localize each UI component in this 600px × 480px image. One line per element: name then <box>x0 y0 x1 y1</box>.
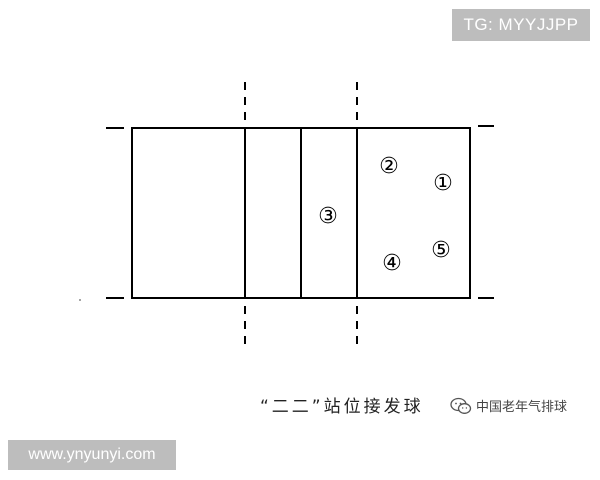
source-watermark: 中国老年气排球 <box>450 396 567 415</box>
player-marker-4: ④ <box>382 251 402 276</box>
player-marker-5: ⑤ <box>431 238 451 263</box>
telegram-badge: TG: MYYJJPP <box>452 9 590 41</box>
diagram-caption: “二二”站位接发球 <box>260 397 424 417</box>
player-marker-2: ② <box>379 154 399 179</box>
player-marker-3: ③ <box>318 204 338 229</box>
speck <box>79 299 81 301</box>
wechat-icon <box>450 397 472 414</box>
watermark-text: 中国老年气排球 <box>476 400 568 415</box>
website-badge: www.ynyunyi.com <box>8 440 176 470</box>
player-marker-1: ① <box>433 171 453 196</box>
